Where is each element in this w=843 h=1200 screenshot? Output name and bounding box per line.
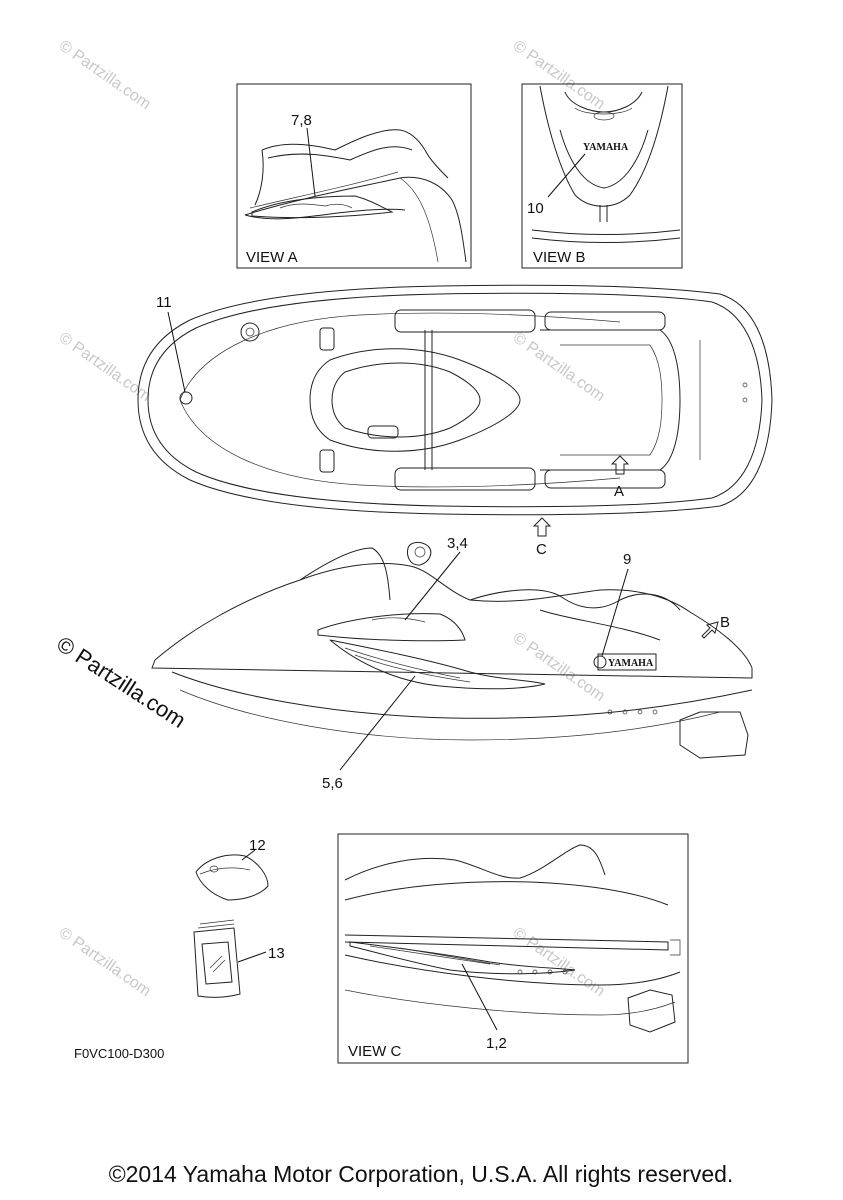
view-b-frame <box>521 83 683 269</box>
watermark-large: © Partzilla.com <box>52 631 190 733</box>
part-13-bag <box>193 927 241 998</box>
part-9-marker <box>593 655 607 669</box>
loose-parts: 12 13 F0VC100-D300 <box>74 837 285 1061</box>
view-a-label: VIEW A <box>246 249 298 266</box>
callout-9: 9 <box>623 551 631 568</box>
leader-9 <box>601 568 629 657</box>
leader-1-2 <box>461 963 498 1031</box>
callout-3-4: 3,4 <box>447 535 468 552</box>
diagram-code: F0VC100-D300 <box>74 1046 164 1061</box>
watermark-2: © Partzilla.com <box>510 37 608 113</box>
callout-10: 10 <box>527 200 544 217</box>
top-view-craft: 11 A C <box>137 284 773 558</box>
view-a-panel: 7,8 VIEW A <box>236 83 472 269</box>
arrow-c-label: C <box>536 541 547 558</box>
view-b-label: VIEW B <box>533 249 586 266</box>
watermark-3: © Partzilla.com <box>56 329 154 405</box>
leader-7-8 <box>306 127 316 197</box>
callout-7-8: 7,8 <box>291 112 312 129</box>
watermark-1: © Partzilla.com <box>56 37 154 113</box>
side-decal-brand-text: YAMAHA <box>608 658 654 669</box>
watermark-5: © Partzilla.com <box>510 629 608 705</box>
part-11-marker <box>179 391 193 405</box>
watermark-4: © Partzilla.com <box>510 329 608 405</box>
leader-5-6 <box>339 675 416 771</box>
leader-11 <box>167 311 186 393</box>
copyright-footer: ©2014 Yamaha Motor Corporation, U.S.A. A… <box>109 1161 734 1187</box>
view-c-panel: 1,2 VIEW C <box>337 833 689 1064</box>
decal-brand-text: YAMAHA <box>583 142 629 153</box>
callout-13: 13 <box>268 945 285 962</box>
part-12-cover <box>195 854 269 901</box>
leader-3-4 <box>404 551 461 621</box>
leader-13 <box>237 951 267 963</box>
watermark-7: © Partzilla.com <box>510 924 608 1000</box>
arrow-b-label: B <box>720 614 730 631</box>
callout-5-6: 5,6 <box>322 775 343 792</box>
arrow-a-label: A <box>614 483 624 500</box>
yamaha-decal <box>597 653 657 671</box>
side-view-craft: YAMAHA 3,4 9 5,6 B <box>151 535 753 792</box>
view-c-label: VIEW C <box>348 1043 402 1060</box>
leader-10 <box>547 153 586 198</box>
callout-12: 12 <box>249 837 266 854</box>
watermarks: © Partzilla.com © Partzilla.com © Partzi… <box>52 37 607 1000</box>
leader-12 <box>241 849 256 861</box>
watermark-6: © Partzilla.com <box>56 924 154 1000</box>
callout-1-2: 1,2 <box>486 1035 507 1052</box>
view-b-panel: YAMAHA 10 VIEW B <box>521 83 683 269</box>
arrow-a-icon <box>610 455 630 475</box>
callout-11: 11 <box>156 294 172 311</box>
arrow-c-icon <box>532 517 552 537</box>
view-c-frame <box>337 833 689 1064</box>
view-a-frame <box>236 83 472 269</box>
arrow-b-icon <box>701 621 719 639</box>
